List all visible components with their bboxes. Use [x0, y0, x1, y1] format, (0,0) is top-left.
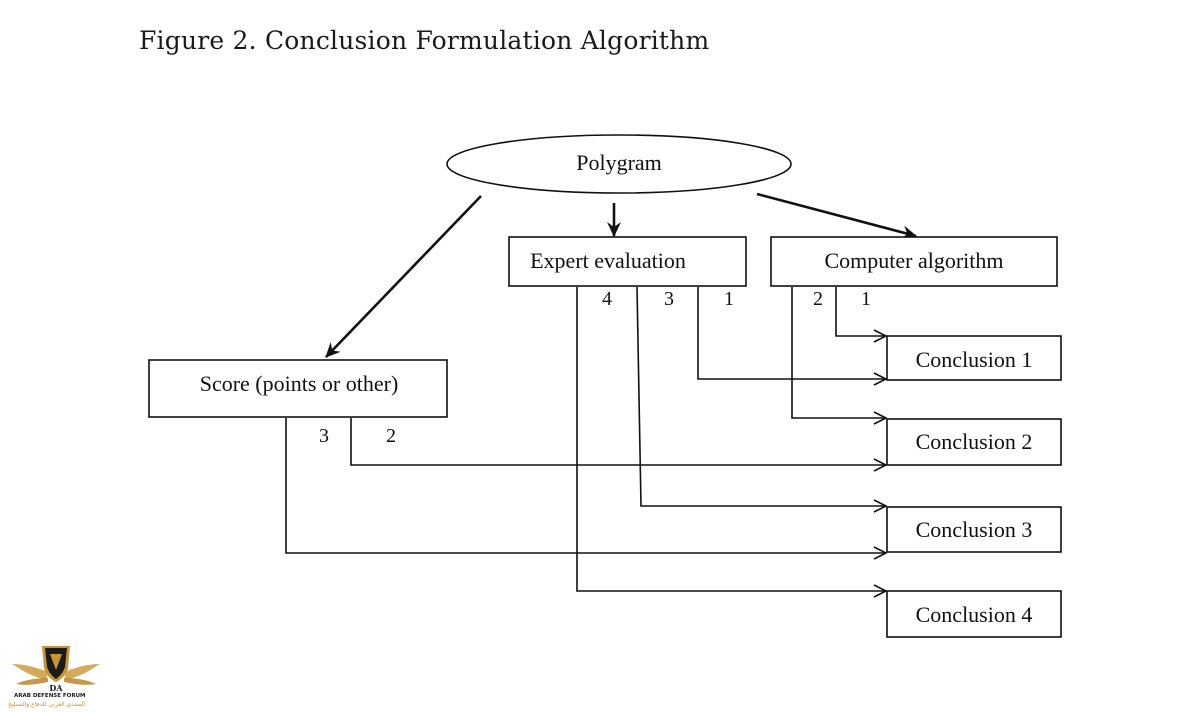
edge-expert-4-conclusion-4: [576, 287, 886, 591]
conclusion-2-label: Conclusion 2: [916, 429, 1033, 454]
expert-branch-label-1: 1: [724, 288, 734, 310]
score-label: Score (points or other): [200, 371, 399, 396]
node-conclusion-4: Conclusion 4: [886, 590, 1062, 638]
expert-branch-label-4: 4: [602, 288, 612, 310]
conclusion-3-label: Conclusion 3: [916, 517, 1033, 542]
edge-score-3-conclusion-3: [285, 418, 886, 553]
node-polygram: Polygram: [446, 134, 792, 194]
computer-branch-label-1: 1: [861, 288, 871, 310]
edge-computer-1-conclusion-1: [835, 287, 886, 336]
node-conclusion-2: Conclusion 2: [886, 418, 1062, 466]
branch-labels: 4 3 1 2 1 3 2: [319, 288, 871, 447]
score-branch-label-3: 3: [319, 425, 329, 447]
expert-evaluation-label: Expert evaluation: [530, 248, 686, 273]
watermark-name-en: ARAB DEFENSE FORUM: [14, 693, 86, 699]
polygram-label: Polygram: [576, 150, 662, 175]
computer-branch-label-2: 2: [813, 288, 823, 310]
conclusion-4-label: Conclusion 4: [916, 602, 1033, 627]
edge-score-2-conclusion-2: [350, 418, 886, 465]
node-conclusion-1: Conclusion 1: [886, 335, 1062, 381]
edge-computer-2-conclusion-2: [791, 287, 886, 418]
expert-branch-label-3: 3: [664, 288, 674, 310]
logo-mark-text: DA: [49, 683, 63, 693]
conclusion-1-label: Conclusion 1: [916, 347, 1033, 372]
node-computer-algorithm: Computer algorithm: [770, 236, 1058, 287]
connectors: [285, 192, 917, 591]
node-score: Score (points or other): [148, 359, 448, 418]
node-expert-evaluation: Expert evaluation: [508, 236, 747, 287]
edge-expert-1-conclusion-1: [697, 287, 886, 379]
figure-title: Figure 2. Conclusion Formulation Algorit…: [139, 26, 710, 55]
edge-polygram-score: [325, 195, 482, 358]
computer-algorithm-label: Computer algorithm: [824, 248, 1003, 273]
edge-expert-3-conclusion-3: [636, 286, 886, 506]
node-conclusion-3: Conclusion 3: [886, 506, 1062, 553]
score-branch-label-2: 2: [386, 425, 396, 447]
edge-polygram-computer: [756, 192, 917, 240]
watermark-name-ar: المنتدى العربي للدفاع والتسليح: [8, 701, 85, 708]
watermark-logo: DA: [12, 646, 100, 693]
